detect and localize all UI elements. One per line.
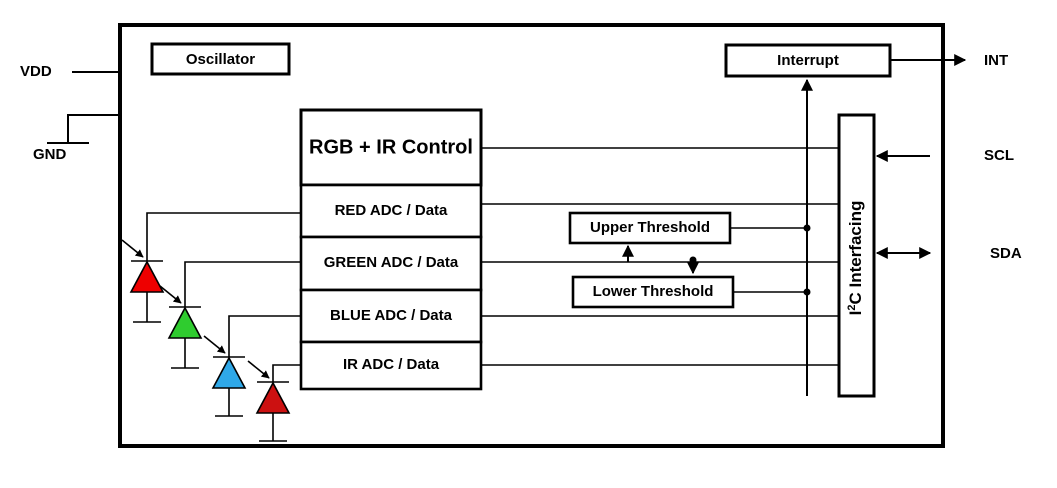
red-photodiode-triangle — [129, 260, 165, 293]
blue-adc-label: BLUE ADC / Data — [330, 307, 453, 324]
rgb-ir-control-label: RGB + IR Control — [309, 136, 473, 158]
green-photodiode — [159, 261, 301, 369]
blue-photodiode-light-arrow — [203, 335, 226, 354]
gnd-wire — [67, 114, 120, 143]
pin-label-sda: SDA — [990, 245, 1022, 262]
i2c-interfacing-label: I2C Interfacing — [846, 201, 866, 316]
pin-label-int: INT — [984, 52, 1008, 69]
interrupt-label: Interrupt — [777, 52, 839, 69]
red-adc-label: RED ADC / Data — [335, 202, 448, 219]
oscillator-label: Oscillator — [186, 51, 255, 68]
green-bus-junction-dot — [689, 256, 697, 264]
upper-threshold-block — [568, 211, 732, 245]
rgb-ir-control-block — [299, 108, 483, 187]
green-adc-label: GREEN ADC / Data — [324, 254, 459, 271]
lower-threshold-junction-dot — [803, 288, 811, 296]
i2c-label-prefix: I — [846, 311, 865, 316]
chip-boundary — [118, 23, 945, 448]
ir-photodiode — [247, 360, 301, 442]
green-photodiode-triangle — [167, 306, 203, 339]
ir-photodiode-triangle — [255, 381, 291, 414]
red-photodiode-to-adc-wire — [146, 212, 301, 261]
ir-adc-label: IR ADC / Data — [343, 356, 440, 373]
ir-photodiode-light-arrow — [247, 360, 270, 379]
blue-photodiode-triangle — [211, 356, 247, 389]
lower-threshold-label: Lower Threshold — [593, 283, 714, 300]
red-photodiode — [121, 212, 301, 323]
ir-photodiode-to-adc-wire — [272, 364, 301, 382]
pin-label-vdd: VDD — [20, 63, 52, 80]
green-photodiode-to-adc-wire — [184, 261, 301, 307]
pin-label-scl: SCL — [984, 147, 1014, 164]
upper-threshold-junction-dot — [803, 224, 811, 232]
i2c-interfacing-block — [837, 113, 876, 398]
upper-threshold-label: Upper Threshold — [590, 219, 710, 236]
oscillator-block — [150, 42, 291, 76]
blue-photodiode-to-adc-wire — [228, 315, 301, 357]
i2c-label-main: C Interfacing — [846, 201, 865, 305]
i2c-label-superscript: 2 — [846, 305, 858, 311]
green-photodiode-light-arrow — [159, 285, 182, 304]
red-photodiode-light-arrow — [121, 239, 144, 258]
blue-photodiode — [203, 315, 301, 417]
pin-label-gnd: GND — [33, 146, 67, 163]
